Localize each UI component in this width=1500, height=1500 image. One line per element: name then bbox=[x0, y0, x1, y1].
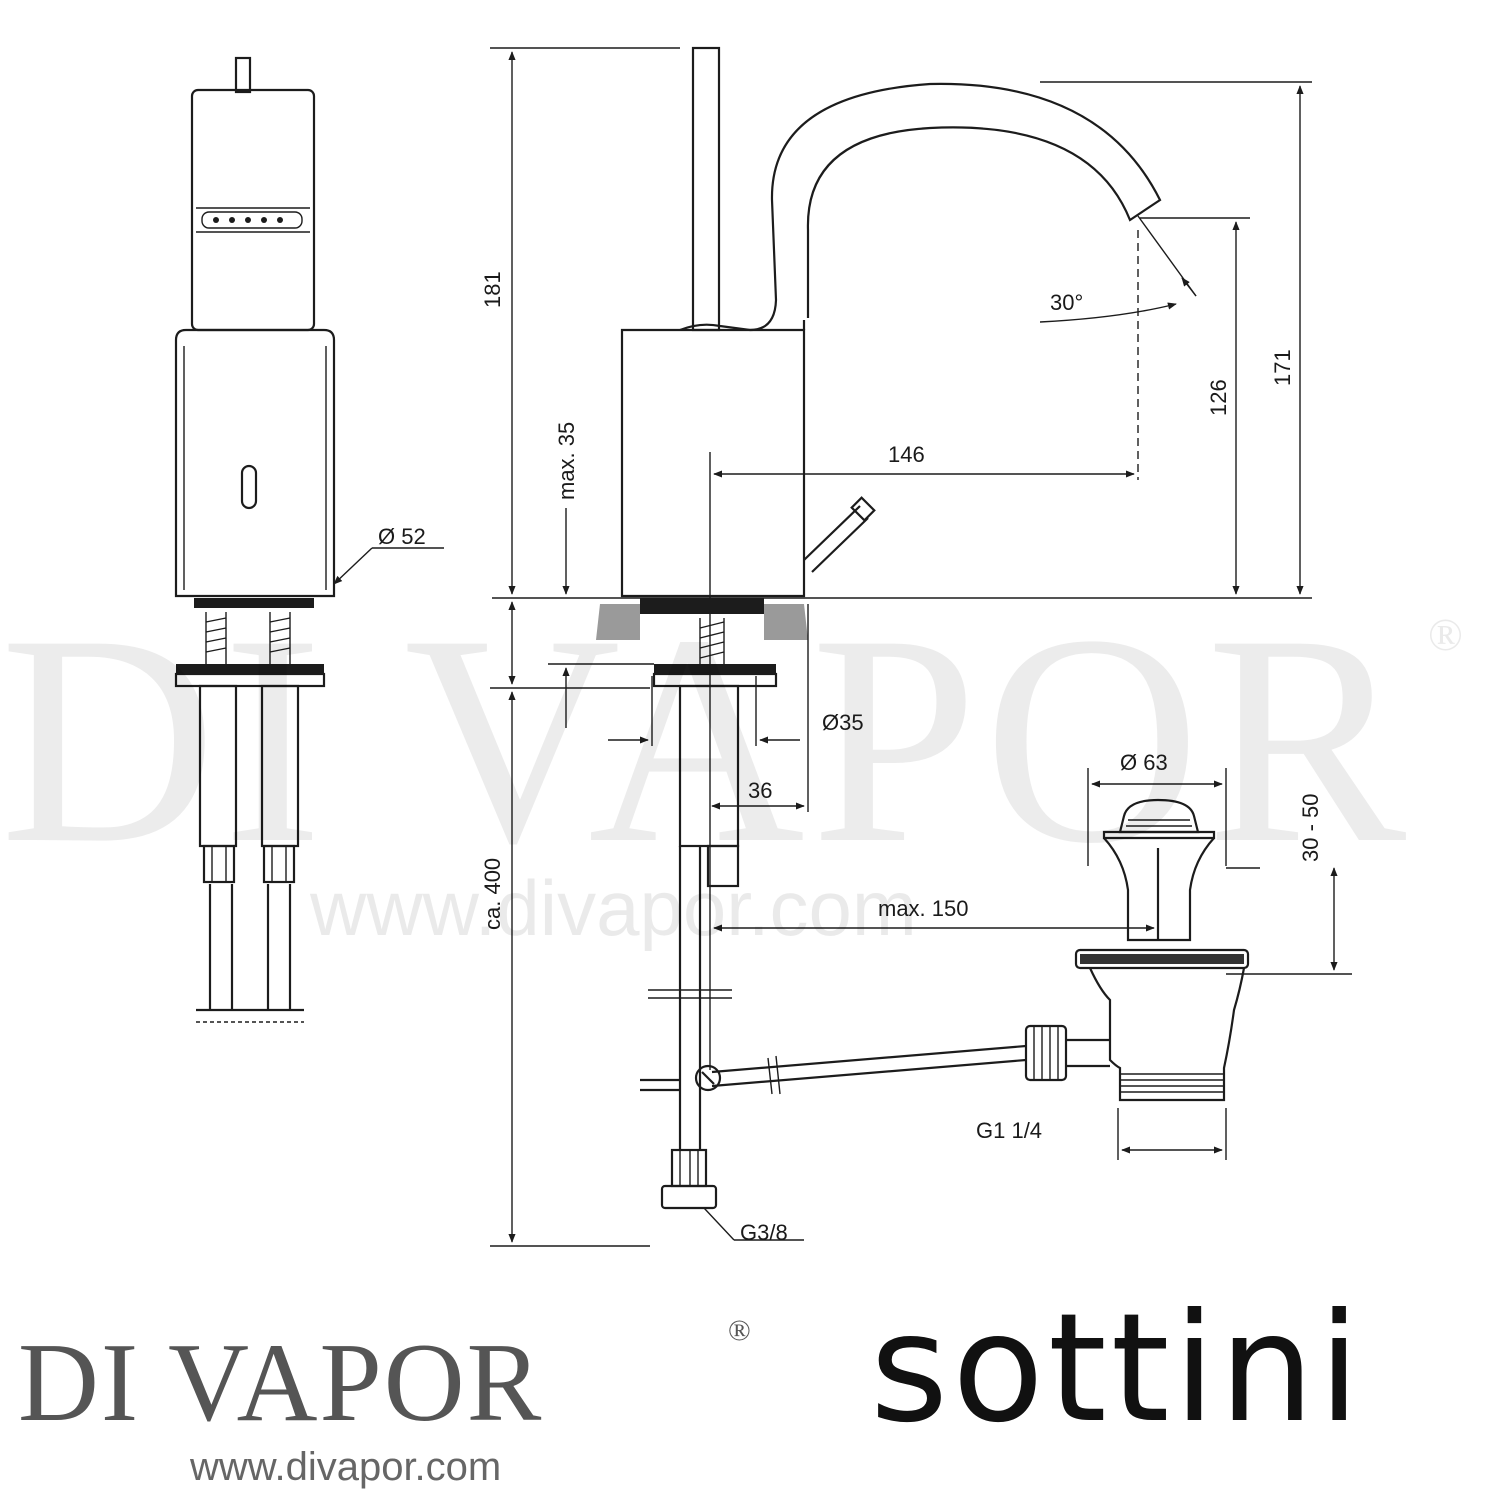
watermark-url: www.divapor.com bbox=[309, 864, 917, 952]
manufacturer-logo: sottini bbox=[870, 1282, 1364, 1456]
dim-max-150: max. 150 bbox=[878, 896, 969, 921]
dim-max-35: max. 35 bbox=[554, 422, 579, 500]
footer-brand-logo: DI VAPOR bbox=[18, 1321, 543, 1445]
dim-g38: G3/8 bbox=[740, 1220, 788, 1245]
front-view bbox=[490, 46, 1312, 1247]
dim-height-126: 126 bbox=[1206, 379, 1231, 416]
footer: DI VAPOR ® www.divapor.com sottini bbox=[18, 1282, 1364, 1489]
dim-diameter-35: Ø35 bbox=[822, 710, 864, 735]
watermark: DI VAPOR ® www.divapor.com bbox=[0, 573, 1463, 952]
dimension-labels: Ø 52 181 max. 35 Ø35 36 ca. 400 G3/8 146… bbox=[378, 271, 1323, 1245]
watermark-brand: DI VAPOR bbox=[0, 573, 1412, 905]
side-view bbox=[174, 56, 444, 1023]
dim-diameter-52: Ø 52 bbox=[378, 524, 426, 549]
dim-ca-400: ca. 400 bbox=[480, 858, 505, 930]
dim-diameter-63: Ø 63 bbox=[1120, 750, 1168, 775]
dim-height-181: 181 bbox=[480, 271, 505, 308]
dim-g114: G1 1/4 bbox=[976, 1118, 1042, 1143]
dim-width-146: 146 bbox=[888, 442, 925, 467]
dim-angle-30: 30° bbox=[1050, 290, 1083, 315]
footer-brand-url: www.divapor.com bbox=[189, 1445, 501, 1489]
watermark-registered: ® bbox=[1428, 609, 1463, 660]
footer-brand-registered: ® bbox=[728, 1314, 751, 1347]
dim-height-171: 171 bbox=[1270, 349, 1295, 386]
dim-range-30-50: 30 - 50 bbox=[1298, 794, 1323, 863]
waste-drain bbox=[711, 768, 1352, 1160]
dim-width-36: 36 bbox=[748, 778, 772, 803]
